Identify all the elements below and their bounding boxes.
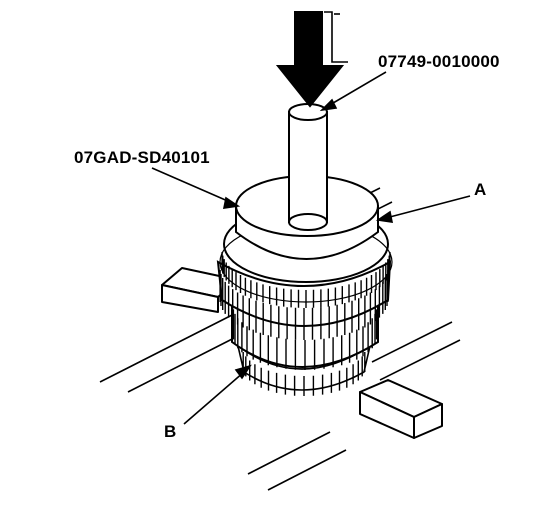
tool-label-07749: 07749-0010000 (378, 52, 500, 71)
tool-label-07gad: 07GAD-SD40101 (74, 148, 210, 167)
gear-middle (216, 260, 392, 340)
gear-b (236, 344, 372, 396)
part-label-b: B (164, 422, 177, 441)
part-label-a: A (474, 180, 487, 199)
driver-shaft (288, 103, 328, 231)
bench-rails (99, 187, 461, 491)
leader-lines (151, 71, 471, 425)
support-bar (161, 267, 443, 439)
press-arrow-icon (275, 11, 348, 108)
